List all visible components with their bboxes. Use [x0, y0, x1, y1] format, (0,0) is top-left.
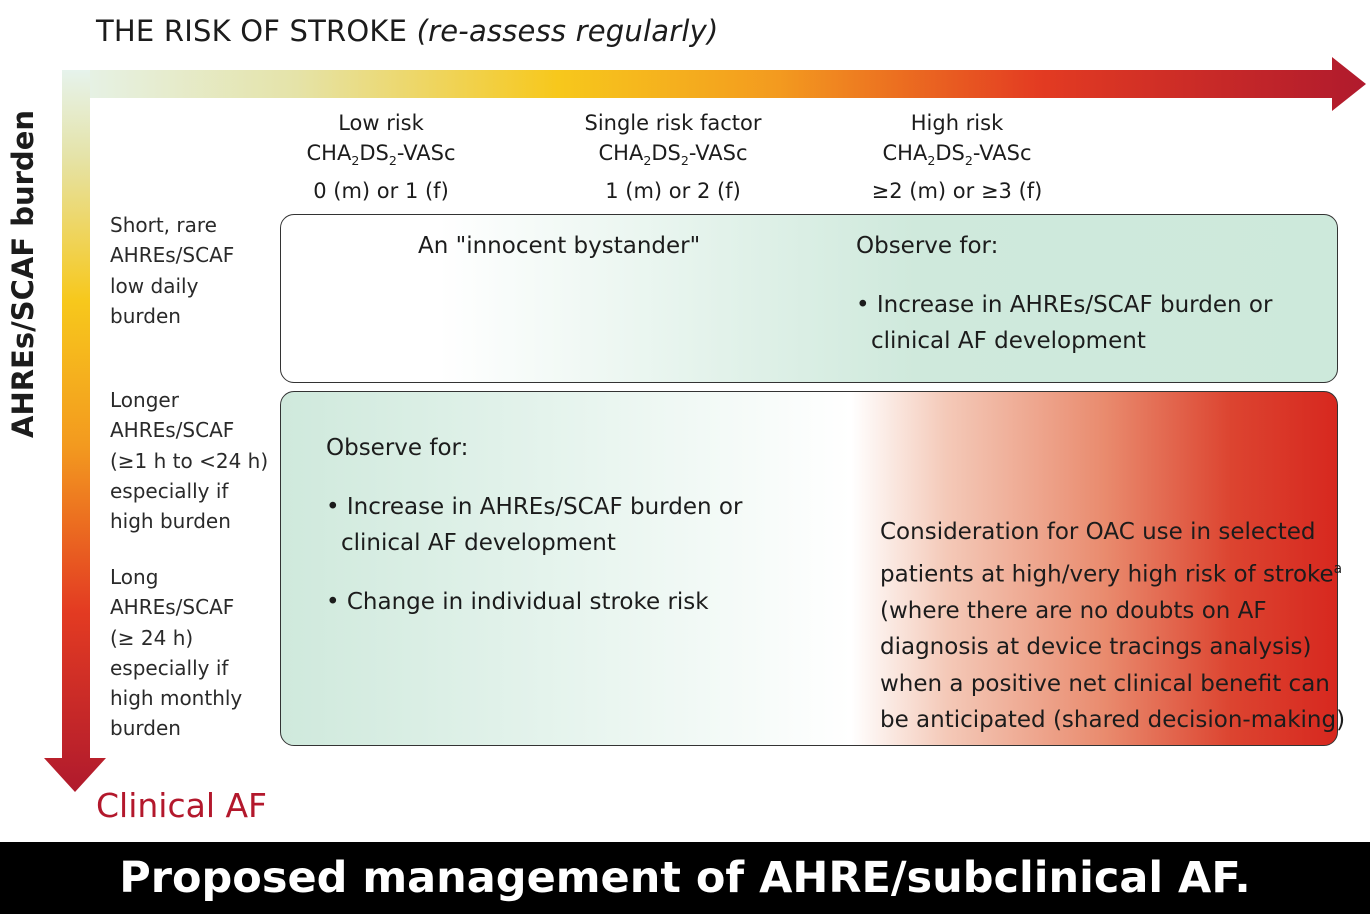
bullet-line: • Increase in AHREs/SCAF burden or — [326, 493, 743, 520]
column-value: 1 (m) or 2 (f) — [605, 179, 741, 204]
column-header-high-risk: High risk CHA2DS2-VASc ≥2 (m) or ≥3 (f) — [827, 108, 1087, 206]
column-score: CHA2DS2-VASc — [306, 141, 456, 169]
column-level: Single risk factor — [584, 111, 762, 135]
title-text: THE RISK OF STROKE — [96, 14, 408, 48]
column-level: Low risk — [338, 111, 424, 135]
column-score: CHA2DS2-VASc — [882, 141, 1032, 169]
column-value: 0 (m) or 1 (f) — [313, 179, 449, 204]
column-score: CHA2DS2-VASc — [598, 141, 748, 169]
column-header-single-risk: Single risk factor CHA2DS2-VASc 1 (m) or… — [543, 108, 803, 206]
top-observe-block: Observe for: • Increase in AHREs/SCAF bu… — [856, 228, 1272, 360]
innocent-bystander-text: An "innocent bystander" — [418, 233, 701, 259]
row-label-long: Long AHREs/SCAF (≥ 24 h) especially if h… — [110, 565, 243, 741]
top-management-box — [280, 214, 1338, 383]
observe-title: Observe for: — [326, 435, 469, 461]
bullet-line: clinical AF development — [341, 530, 616, 556]
bullet-line: • Change in individual stroke risk — [326, 588, 709, 615]
burden-axis-label: AHREs/SCAF burden — [6, 109, 40, 438]
burden-arrow — [44, 70, 106, 792]
column-header-low-risk: Low risk CHA2DS2-VASc 0 (m) or 1 (f) — [251, 108, 511, 206]
bottom-observe-block: Observe for: • Increase in AHREs/SCAF bu… — [326, 430, 742, 620]
column-value: ≥2 (m) or ≥3 (f) — [871, 179, 1043, 204]
stroke-risk-arrow — [62, 57, 1366, 111]
observe-title: Observe for: — [856, 233, 999, 259]
clinical-af-label: Clinical AF — [96, 786, 268, 825]
diagram-title: THE RISK OF STROKE (re-assess regularly) — [96, 14, 718, 48]
row-label-longer: Longer AHREs/SCAF (≥1 h to <24 h) especi… — [110, 388, 269, 534]
bullet-line: clinical AF development — [871, 328, 1146, 354]
figure-caption: Proposed management of AHRE/subclinical … — [0, 842, 1370, 914]
oac-consideration-block: Consideration for OAC use in selected pa… — [880, 519, 1346, 734]
bottom-management-box — [280, 391, 1338, 746]
column-level: High risk — [910, 111, 1004, 135]
footnote-marker: a — [1333, 560, 1343, 577]
row-label-short: Short, rare AHREs/SCAF low daily burden — [110, 213, 235, 328]
bullet-line: • Increase in AHREs/SCAF burden or — [856, 291, 1273, 318]
title-note: (re-assess regularly) — [416, 14, 719, 48]
